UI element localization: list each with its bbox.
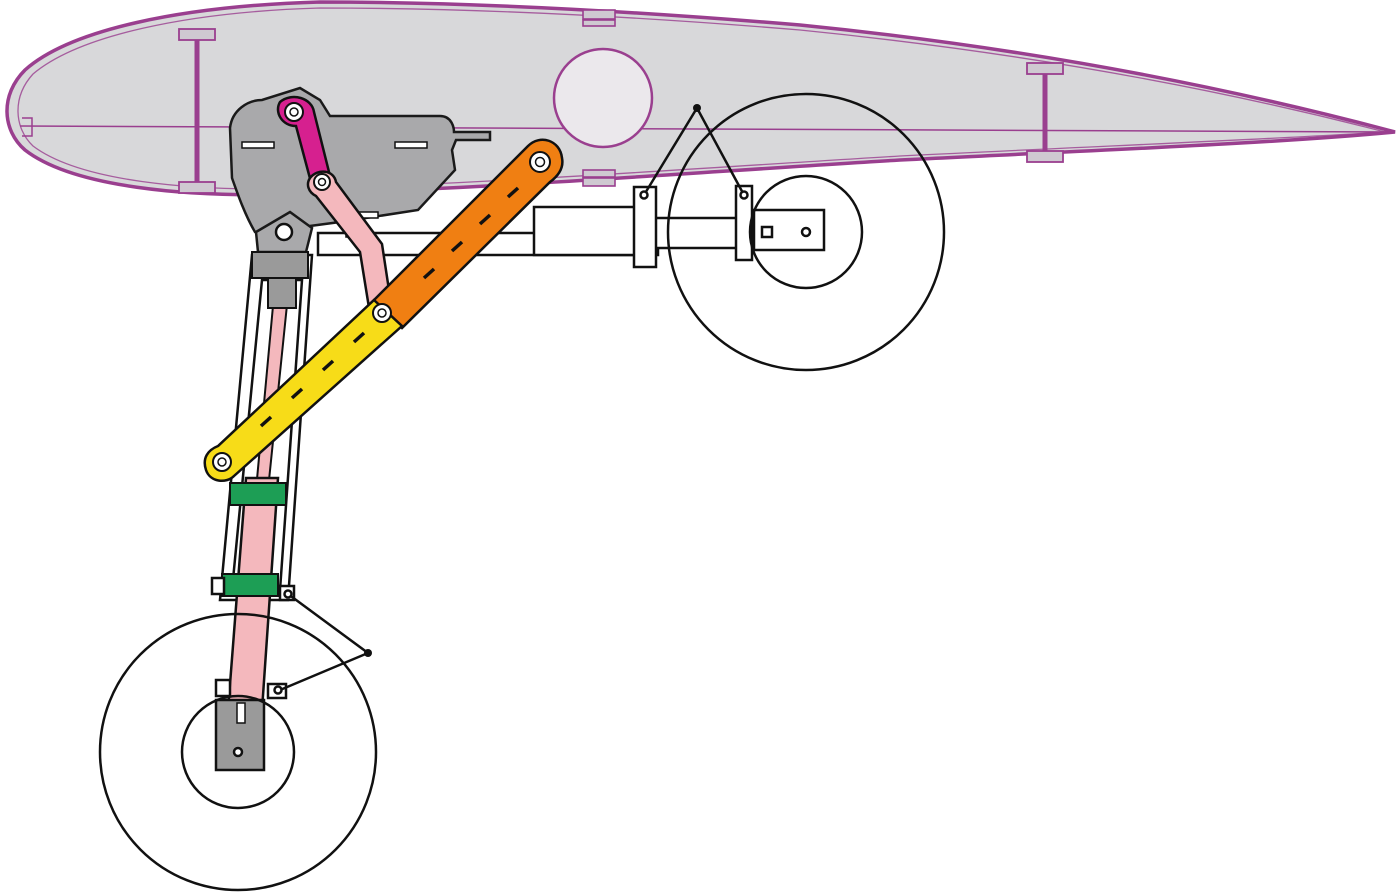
extended-axle-pin (232, 746, 244, 758)
green-guide-block-lower (221, 573, 279, 597)
yellow-drag-arm (203, 298, 404, 483)
strut-clamp-upper (210, 576, 226, 596)
orange-drag-arm (370, 138, 564, 330)
retracted-wheel-assembly (316, 92, 946, 372)
yellow-arm-end-pin (212, 452, 232, 472)
retracted-wheel-hub (748, 174, 864, 290)
lightening-hole (552, 47, 654, 149)
pink-link-pin (313, 173, 331, 191)
strut-clamp-lower (214, 678, 232, 698)
wing-airfoil (5, 0, 1396, 197)
leading-edge-mark (22, 117, 33, 137)
extended-torque-link (279, 592, 371, 692)
orange-arm-end-pin (529, 151, 551, 173)
orange-arm-body (370, 138, 564, 330)
extended-wheel-tire (98, 612, 378, 892)
retracted-collar-2 (734, 184, 754, 262)
magenta-pivot-pin (284, 102, 304, 122)
strut-pivot-pin (274, 222, 294, 242)
extended-wheel-hub (180, 694, 296, 810)
stringer-clips (582, 9, 616, 187)
front-spar (178, 28, 216, 194)
arm-joint-pin (372, 303, 392, 323)
green-guide-block-upper (229, 482, 287, 506)
strut-top-fitting (267, 277, 297, 309)
retracted-wheel-tire (666, 92, 946, 372)
airfoil-inner-skin (17, 7, 1386, 190)
rear-spar (1026, 62, 1064, 163)
retracted-axle-pin (800, 226, 812, 238)
yellow-arm-body (203, 298, 404, 483)
retracted-collar-1 (632, 185, 658, 269)
